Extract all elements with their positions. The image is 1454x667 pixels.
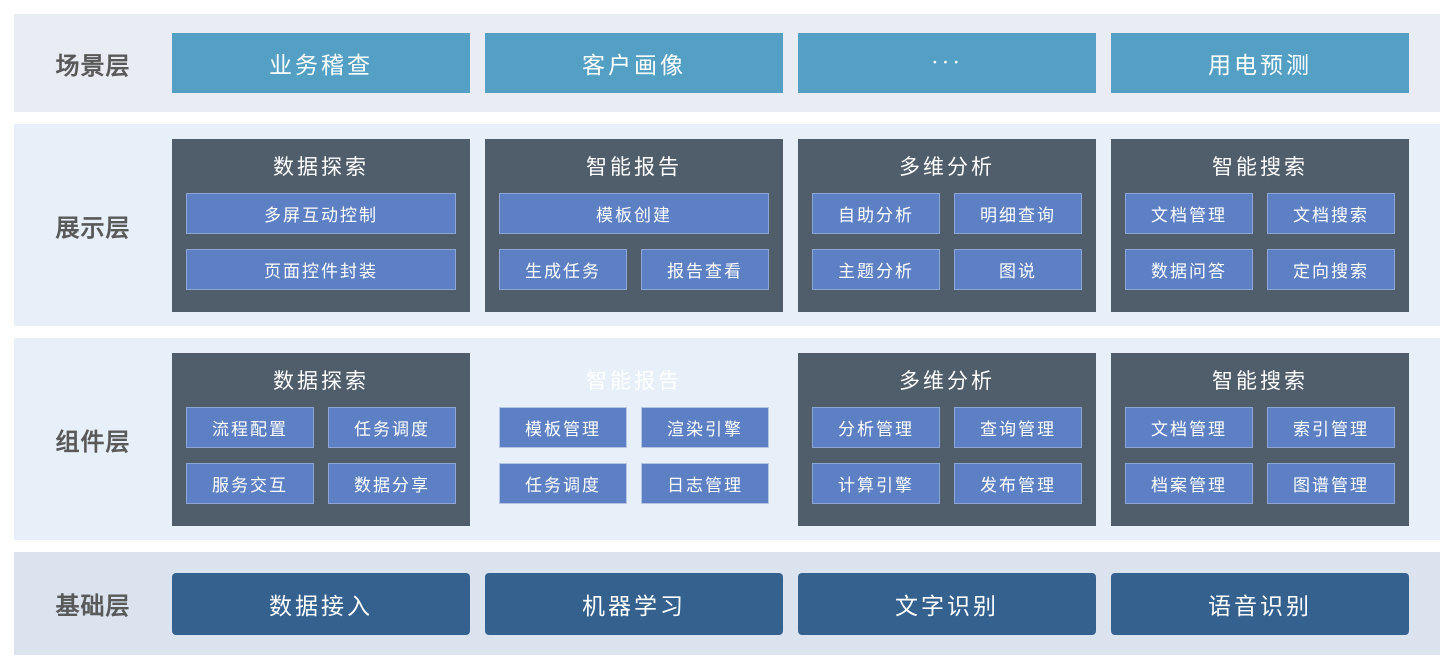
layer-content-component: 数据探索流程配置任务调度服务交互数据分享智能报告模板管理渲染引擎任务调度日志管理… — [172, 352, 1440, 526]
group-item: 明细查询 — [954, 192, 1082, 234]
group-title: 智能搜索 — [1212, 368, 1308, 393]
group-item: 数据问答 — [1125, 248, 1253, 290]
layer-content-presentation: 数据探索多屏互动控制页面控件封装智能报告模板创建生成任务报告查看多维分析自助分析… — [172, 138, 1440, 312]
group-card: 多维分析分析管理查询管理计算引擎发布管理 — [798, 352, 1096, 526]
group-item: 生成任务 — [499, 248, 627, 290]
group-grid: 模板创建生成任务报告查看 — [499, 192, 769, 290]
group-item: 数据分享 — [328, 462, 456, 504]
group-card: 数据探索流程配置任务调度服务交互数据分享 — [172, 352, 470, 526]
group-title: 智能报告 — [586, 154, 682, 179]
scenario-box: 客户画像 — [485, 33, 783, 93]
group-item: 日志管理 — [641, 462, 769, 504]
foundation-box: 数据接入 — [172, 572, 470, 635]
group-item: 档案管理 — [1125, 462, 1253, 504]
layer-row-component: 组件层数据探索流程配置任务调度服务交互数据分享智能报告模板管理渲染引擎任务调度日… — [14, 338, 1440, 540]
group-item: 模板创建 — [499, 192, 769, 234]
layer-label-scenario: 场景层 — [55, 52, 131, 80]
group-item: 索引管理 — [1267, 406, 1395, 448]
scenario-box: 业务稽查 — [172, 33, 470, 93]
group-title: 数据探索 — [273, 368, 369, 393]
group-card: 智能报告模板创建生成任务报告查看 — [485, 138, 783, 312]
group-item: 流程配置 — [186, 406, 314, 448]
layer-label-presentation: 展示层 — [55, 214, 131, 242]
group-item: 页面控件封装 — [186, 248, 456, 290]
group-title: 多维分析 — [899, 368, 995, 393]
group-item: 文档管理 — [1125, 406, 1253, 448]
foundation-box: 文字识别 — [798, 572, 1096, 635]
group-grid: 文档管理索引管理档案管理图谱管理 — [1125, 406, 1395, 504]
group-grid: 文档管理文档搜索数据问答定向搜索 — [1125, 192, 1395, 290]
group-item: 任务调度 — [499, 462, 627, 504]
group-item: 多屏互动控制 — [186, 192, 456, 234]
group-item: 主题分析 — [812, 248, 940, 290]
layer-content-scenario: 业务稽查客户画像···用电预测 — [172, 33, 1440, 93]
group-item: 发布管理 — [954, 462, 1082, 504]
group-card: 数据探索多屏互动控制页面控件封装 — [172, 138, 470, 312]
group-item: 报告查看 — [641, 248, 769, 290]
group-item: 文档管理 — [1125, 192, 1253, 234]
group-grid: 流程配置任务调度服务交互数据分享 — [186, 406, 456, 504]
group-item: 定向搜索 — [1267, 248, 1395, 290]
group-card: 智能报告模板管理渲染引擎任务调度日志管理 — [485, 353, 783, 526]
foundation-box: 机器学习 — [485, 572, 783, 635]
group-item: 渲染引擎 — [641, 406, 769, 448]
scenario-box: 用电预测 — [1111, 33, 1409, 93]
group-card: 多维分析自助分析明细查询主题分析图说 — [798, 138, 1096, 312]
layer-row-presentation: 展示层数据探索多屏互动控制页面控件封装智能报告模板创建生成任务报告查看多维分析自… — [14, 124, 1440, 326]
group-title: 智能搜索 — [1212, 154, 1308, 179]
group-item: 查询管理 — [954, 406, 1082, 448]
group-item: 任务调度 — [328, 406, 456, 448]
group-item: 模板管理 — [499, 406, 627, 448]
group-grid: 多屏互动控制页面控件封装 — [186, 192, 456, 290]
group-item: 文档搜索 — [1267, 192, 1395, 234]
group-item: 分析管理 — [812, 406, 940, 448]
group-card: 智能搜索文档管理文档搜索数据问答定向搜索 — [1111, 138, 1409, 312]
group-grid: 模板管理渲染引擎任务调度日志管理 — [499, 406, 769, 504]
group-title: 多维分析 — [899, 154, 995, 179]
scenario-box: ··· — [798, 33, 1096, 93]
group-title: 数据探索 — [273, 154, 369, 179]
layer-label-foundation: 基础层 — [55, 593, 131, 620]
group-card: 智能搜索文档管理索引管理档案管理图谱管理 — [1111, 352, 1409, 526]
group-item: 服务交互 — [186, 462, 314, 504]
group-item: 图谱管理 — [1267, 462, 1395, 504]
group-item: 计算引擎 — [812, 462, 940, 504]
layer-row-foundation: 基础层 数据接入机器学习文字识别语音识别 — [14, 552, 1440, 655]
foundation-box: 语音识别 — [1111, 572, 1409, 635]
layer-content-foundation: 数据接入机器学习文字识别语音识别 — [172, 572, 1440, 635]
layer-row-scenario: 场景层 业务稽查客户画像···用电预测 — [14, 14, 1440, 112]
layer-label-component: 组件层 — [55, 428, 131, 456]
group-item: 自助分析 — [812, 192, 940, 234]
group-title: 智能报告 — [586, 368, 682, 393]
group-grid: 自助分析明细查询主题分析图说 — [812, 192, 1082, 290]
group-item: 图说 — [954, 248, 1082, 290]
group-grid: 分析管理查询管理计算引擎发布管理 — [812, 406, 1082, 504]
